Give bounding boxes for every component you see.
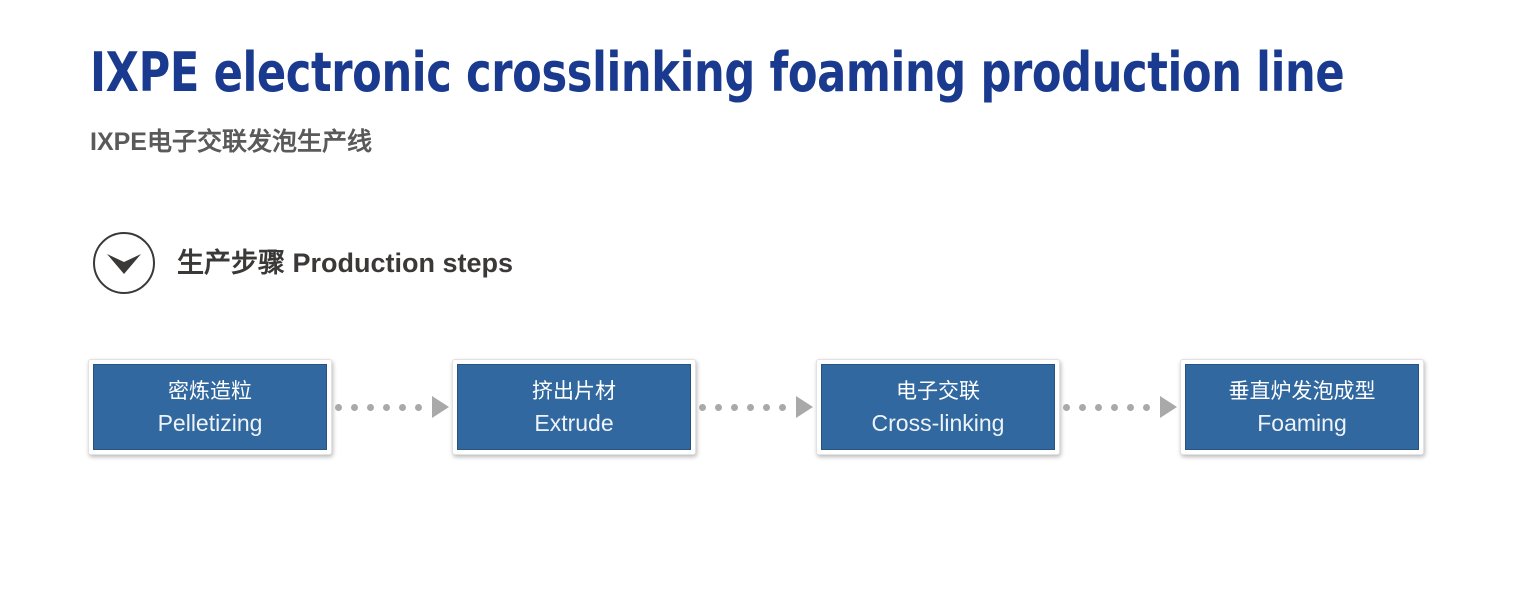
step-label-en: Foaming <box>1257 409 1347 436</box>
connector-dot <box>367 403 374 411</box>
step-box-cross-linking[interactable]: 电子交联 Cross-linking <box>816 359 1060 455</box>
production-steps-section-header: 生产步骤 Production steps <box>93 232 513 294</box>
arrow-right-icon <box>1160 396 1177 418</box>
connector-dot <box>747 403 754 411</box>
step-label-en: Extrude <box>534 409 614 436</box>
connector-dot <box>415 403 422 411</box>
connector-dot <box>1079 403 1086 411</box>
connector-dot <box>335 403 342 411</box>
production-steps-flow: 密炼造粒 Pelletizing 挤出片材 Extrude 电子交联 Cross… <box>88 357 1424 457</box>
step-label-en: Cross-linking <box>871 409 1005 436</box>
connector-dot <box>731 403 738 411</box>
connector-dot <box>351 403 358 411</box>
page-subtitle: IXPE电子交联发泡生产线 <box>90 128 372 156</box>
step-box-inner: 密炼造粒 Pelletizing <box>93 364 327 450</box>
arrow-right-icon <box>796 396 813 418</box>
arrow-right-icon <box>432 396 449 418</box>
step-label-en: Pelletizing <box>157 409 263 436</box>
step-label-cn: 电子交联 <box>896 379 980 403</box>
step-box-inner: 挤出片材 Extrude <box>457 364 691 450</box>
connector-dot <box>1063 403 1070 411</box>
connector-dot <box>1095 403 1102 411</box>
flow-connector-3 <box>1060 359 1180 455</box>
step-box-extrude[interactable]: 挤出片材 Extrude <box>452 359 696 455</box>
connector-dot <box>1143 403 1150 411</box>
connector-dot <box>383 403 390 411</box>
connector-dot <box>699 403 706 411</box>
step-box-inner: 垂直炉发泡成型 Foaming <box>1185 364 1419 450</box>
step-label-cn: 垂直炉发泡成型 <box>1228 379 1376 403</box>
step-label-cn: 密炼造粒 <box>168 379 252 403</box>
flow-connector-2 <box>696 359 816 455</box>
section-title: 生产步骤 Production steps <box>177 248 514 278</box>
connector-dot <box>763 403 770 411</box>
connector-dot <box>399 403 406 411</box>
connector-dot <box>1111 403 1118 411</box>
flow-connector-1 <box>332 359 452 455</box>
step-label-cn: 挤出片材 <box>532 379 616 403</box>
step-box-pelletizing[interactable]: 密炼造粒 Pelletizing <box>88 359 332 455</box>
step-box-inner: 电子交联 Cross-linking <box>821 364 1055 450</box>
chevron-down-icon <box>93 232 155 294</box>
connector-dot <box>779 403 786 411</box>
step-box-foaming[interactable]: 垂直炉发泡成型 Foaming <box>1180 359 1424 455</box>
page-title: IXPE electronic crosslinking foaming pro… <box>90 41 1345 104</box>
connector-dot <box>715 403 722 411</box>
connector-dot <box>1127 403 1134 411</box>
